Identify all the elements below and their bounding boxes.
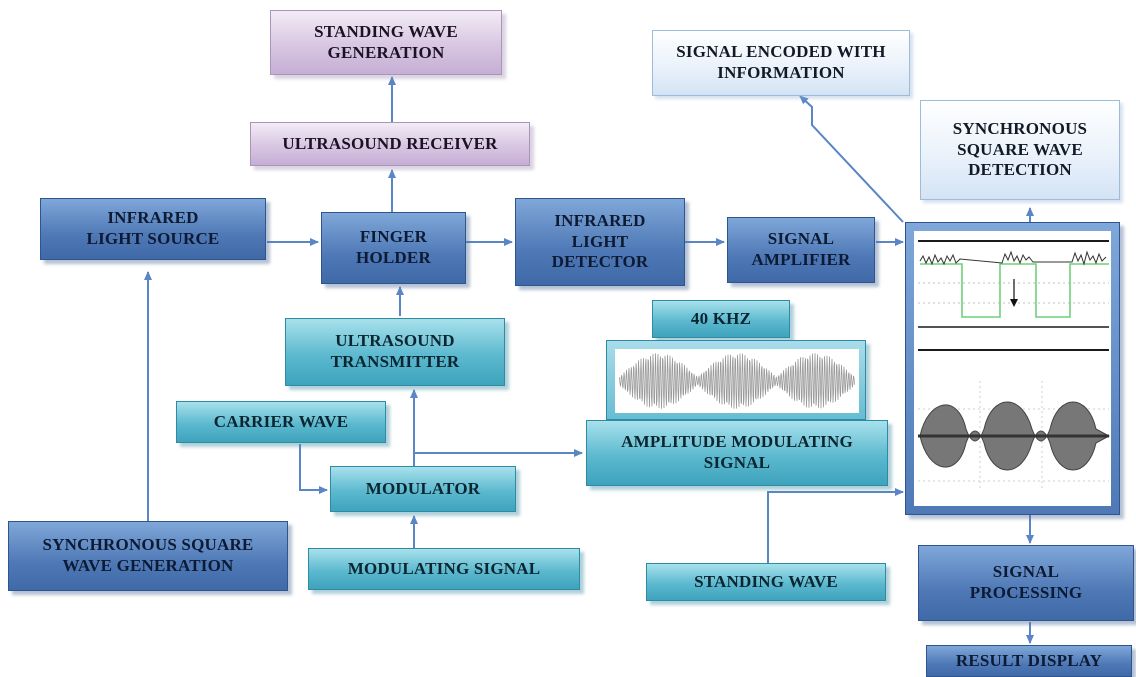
box-label: LIGHT SOURCE (86, 229, 220, 248)
box-label: TRANSMITTER (330, 352, 460, 371)
carrier-wave-box: CARRIER WAVE (176, 401, 386, 443)
box-label: STANDING WAVE (314, 21, 458, 41)
result-display-box: RESULT DISPLAY (926, 645, 1132, 677)
box-label: ULTRASOUND RECEIVER (282, 133, 498, 153)
box-label: CARRIER WAVE (213, 411, 349, 431)
am-waveform (615, 349, 859, 413)
box-label: SIGNAL (992, 562, 1060, 582)
box-label: PROCESSING (969, 583, 1083, 602)
oscilloscope-traces (918, 240, 1111, 491)
box-label: HOLDER (356, 248, 431, 267)
box-label: 40 kHz (690, 308, 752, 328)
box-label: MODULATOR (365, 478, 481, 498)
box-label: RESULT DISPLAY (955, 650, 1103, 670)
box-label: SYNCHRONOUS SQUARE (42, 535, 254, 555)
box-label: INFRARED (554, 210, 646, 230)
standing-wave-box: STANDING WAVE (646, 563, 886, 601)
box-label: AMPLITUDE MODULATING (621, 432, 853, 452)
modulating-signal-box: MODULATING SIGNAL (308, 548, 580, 590)
arrow-scope-to-encoded (799, 95, 904, 223)
frequency-40khz-box: 40 kHz (652, 300, 790, 338)
box-label: DETECTION (968, 160, 1072, 180)
oscilloscope-screen (914, 231, 1111, 506)
ultrasound-receiver-box: ULTRASOUND RECEIVER (250, 122, 530, 166)
arrow-standing-to-scope (767, 488, 904, 563)
box-label: SYNCHRONOUS (952, 118, 1088, 138)
box-label: LIGHT (571, 231, 629, 251)
box-label: GENERATION (327, 42, 445, 62)
box-label: MODULATING SIGNAL (347, 558, 541, 578)
box-label: INFORMATION (717, 63, 845, 82)
box-label: SIGNAL (703, 453, 771, 472)
box-label: SIGNAL (767, 229, 835, 249)
square-wave-trace (920, 263, 1109, 318)
oscilloscope-panel (905, 222, 1120, 515)
noise-trace (919, 250, 1107, 266)
box-label: AMPLIFIER (751, 250, 851, 269)
modulator-box: MODULATOR (330, 466, 516, 512)
box-label: FINGER (359, 227, 428, 247)
box-label: INFRARED (107, 208, 199, 228)
box-label: SQUARE WAVE (957, 139, 1083, 159)
modulated-waveform-panel (606, 340, 866, 420)
box-label: DETECTOR (551, 252, 649, 272)
box-label: STANDING WAVE (694, 571, 838, 591)
box-label: WAVE GENERATION (62, 556, 234, 575)
box-label: SIGNAL ENCODED WITH (676, 42, 886, 62)
box-label: ULTRASOUND (335, 331, 455, 351)
am-waveform-path (618, 353, 856, 409)
arrow-carrier-to-modulator (299, 444, 328, 494)
